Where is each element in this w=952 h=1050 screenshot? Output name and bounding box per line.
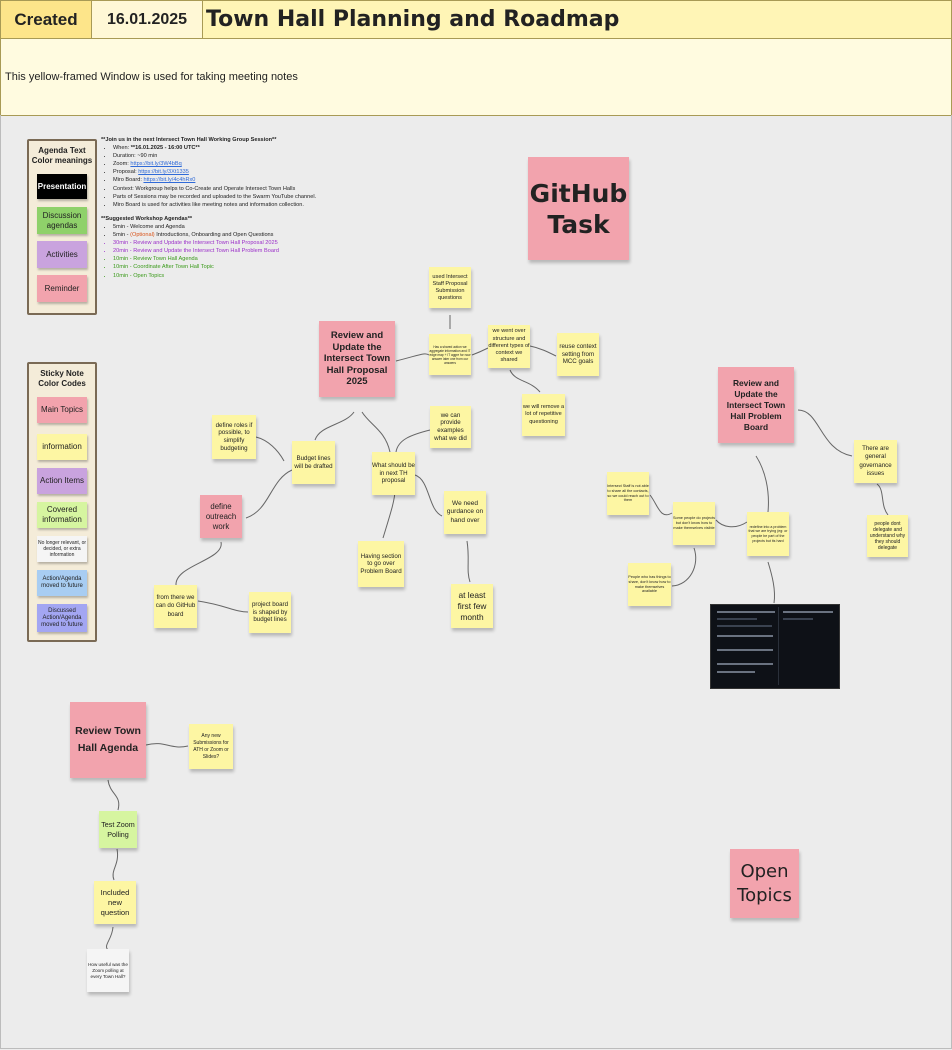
sticky-section-problem-board[interactable]: Having section to go over Problem Board (358, 541, 404, 587)
page-title[interactable]: Town Hall Planning and Roadmap (206, 7, 620, 32)
sticky-what-next-proposal[interactable]: What should be in next TH proposal (372, 452, 415, 495)
legend-activities[interactable]: Activities (37, 241, 87, 268)
legend-reminder[interactable]: Reminder (37, 275, 87, 302)
suggested-agendas-heading: **Suggested Workshop Agendas** (101, 215, 193, 222)
sticky-first-few-month[interactable]: at least first few month (451, 584, 493, 628)
sticky-define-roles[interactable]: define roles if possible, to simplify bu… (212, 415, 256, 459)
agenda-context: Context: Workgroup helps to Co-Create an… (113, 185, 316, 193)
sticky-open-topics[interactable]: Open Topics (730, 849, 799, 918)
legend-presentation[interactable]: Presentation (37, 174, 87, 199)
sticky-project-board[interactable]: project board is shaped by budget lines (249, 592, 291, 633)
proposal-link[interactable]: https://bit.ly/3Xt1335 (138, 169, 189, 176)
sticky-how-useful-polling[interactable]: How useful was the Zoom polling at every… (87, 949, 129, 992)
sticky-need-guidance[interactable]: We need gurdance on hand over (444, 491, 486, 534)
sticky-intersect-staff-contacts[interactable]: Intersect Staff is not able to share all… (607, 472, 649, 515)
header-row: Created 16.01.2025 Town Hall Planning an… (1, 1, 951, 39)
sticky-used-staff-questions[interactable]: used Intersect Staff Proposal Submission… (429, 267, 471, 308)
sticky-github-board[interactable]: from there we can do GitHub board (154, 585, 197, 628)
agenda-open-topics: 10min - Open Topics (113, 272, 316, 280)
sticky-color-legend: Sticky Note Color Codes Main Topics info… (27, 362, 97, 642)
sticky-projects-visible[interactable]: Some people do projects but don't know h… (673, 502, 715, 545)
agenda-when: When: **16.01.2025 - 16:00 UTC** (113, 144, 316, 152)
sticky-review-problem-board[interactable]: Review and Update the Intersect Town Hal… (718, 367, 794, 443)
legend-covered-information[interactable]: Covered information (37, 502, 87, 528)
agenda-review-problem: 20min - Review and Update the Intersect … (113, 247, 316, 255)
agenda-zoom: Zoom: https://bit.ly/3W4bBq (113, 160, 316, 168)
legend-no-longer-relevant[interactable]: No longer relevant, or decided, or extra… (37, 536, 87, 562)
date-field[interactable]: 16.01.2025 (92, 1, 203, 38)
agenda-miro-use: Miro Board is used for activities like m… (113, 201, 316, 209)
sticky-people-share[interactable]: People who has things to share, don't kn… (628, 563, 671, 606)
sticky-governance-issues[interactable]: There are general governance issues (854, 440, 897, 483)
agenda-miro: Miro Board: https://bit.ly/4c4hRx0 (113, 176, 316, 184)
sticky-included-question[interactable]: Included new question (94, 881, 136, 924)
sticky-review-proposal[interactable]: Review and Update the Intersect Town Hal… (319, 321, 395, 397)
sticky-test-zoom-polling[interactable]: Test Zoom Polling (99, 811, 137, 848)
agenda-review-proposal: 30min - Review and Update the Intersect … (113, 239, 316, 247)
sticky-define-outreach[interactable]: define outreach work (200, 495, 242, 538)
legend-information[interactable]: information (37, 434, 87, 460)
sticky-provide-examples[interactable]: we can provide examples what we did (430, 406, 471, 448)
agenda-coordinate: 10min - Coordinate After Town Hall Topic (113, 263, 316, 271)
agenda-heading: **Join us in the next Intersect Town Hal… (101, 137, 277, 143)
created-label: Created (1, 1, 92, 38)
legend-discussion[interactable]: Discussion agendas (37, 207, 87, 234)
agenda-intro: 5min - (Optional) Introductions, Onboard… (113, 231, 316, 239)
legend-moved-to-future[interactable]: Action/Agenda moved to future (37, 570, 87, 596)
sticky-remove-repetitive[interactable]: we will remove a lot of repetitive quest… (522, 394, 565, 436)
agenda-color-legend: Agenda Text Color meanings Presentation … (27, 139, 97, 315)
legend-discussed-moved[interactable]: Discussed Action/Agenda moved to future (37, 604, 87, 632)
legend-title: Agenda Text Color meanings (31, 146, 93, 165)
sticky-review-agenda[interactable]: Review Town Hall Agenda (70, 702, 146, 778)
miro-link[interactable]: https://bit.ly/4c4hRx0 (143, 177, 196, 184)
frame-description[interactable]: This yellow-framed Window is used for ta… (5, 71, 298, 83)
zoom-link[interactable]: https://bit.ly/3W4bBq (130, 161, 182, 168)
sticky-any-new-submissions[interactable]: Any new Submissions for ATH or Zoom or S… (189, 724, 233, 769)
terminal-screenshot-image[interactable] (710, 604, 840, 689)
session-agenda-text[interactable]: **Join us in the next Intersect Town Hal… (101, 136, 316, 280)
sticky-delegate[interactable]: people dont delegate and understand why … (867, 515, 908, 557)
meeting-notes-frame: Created 16.01.2025 Town Hall Planning an… (0, 0, 952, 116)
sticky-went-over-structure[interactable]: we went over structure and different typ… (488, 325, 530, 368)
sticky-redefine-problem[interactable]: redefine into a problem that we are tryi… (747, 512, 789, 556)
sticky-github-task[interactable]: GitHub Task (528, 157, 629, 260)
sticky-shared-action[interactable]: Has a shared action we aggregate informa… (429, 334, 471, 375)
legend-action-items[interactable]: Action Items (37, 468, 87, 494)
sticky-reuse-context[interactable]: reuse context setting from MCC goals (557, 333, 599, 376)
agenda-welcome: 5min - Welcome and Agenda (113, 223, 316, 231)
agenda-review-agenda: 10min - Review Town Hall Agenda (113, 255, 316, 263)
agenda-recorded: Parts of Sessions may be recorded and up… (113, 193, 316, 201)
agenda-duration: Duration: ~90 min (113, 152, 316, 160)
legend-title: Sticky Note Color Codes (38, 369, 86, 388)
legend-main-topics[interactable]: Main Topics (37, 397, 87, 423)
sticky-budget-lines[interactable]: Budget lines will be drafted (292, 441, 335, 484)
agenda-proposal: Proposal: https://bit.ly/3Xt1335 (113, 168, 316, 176)
